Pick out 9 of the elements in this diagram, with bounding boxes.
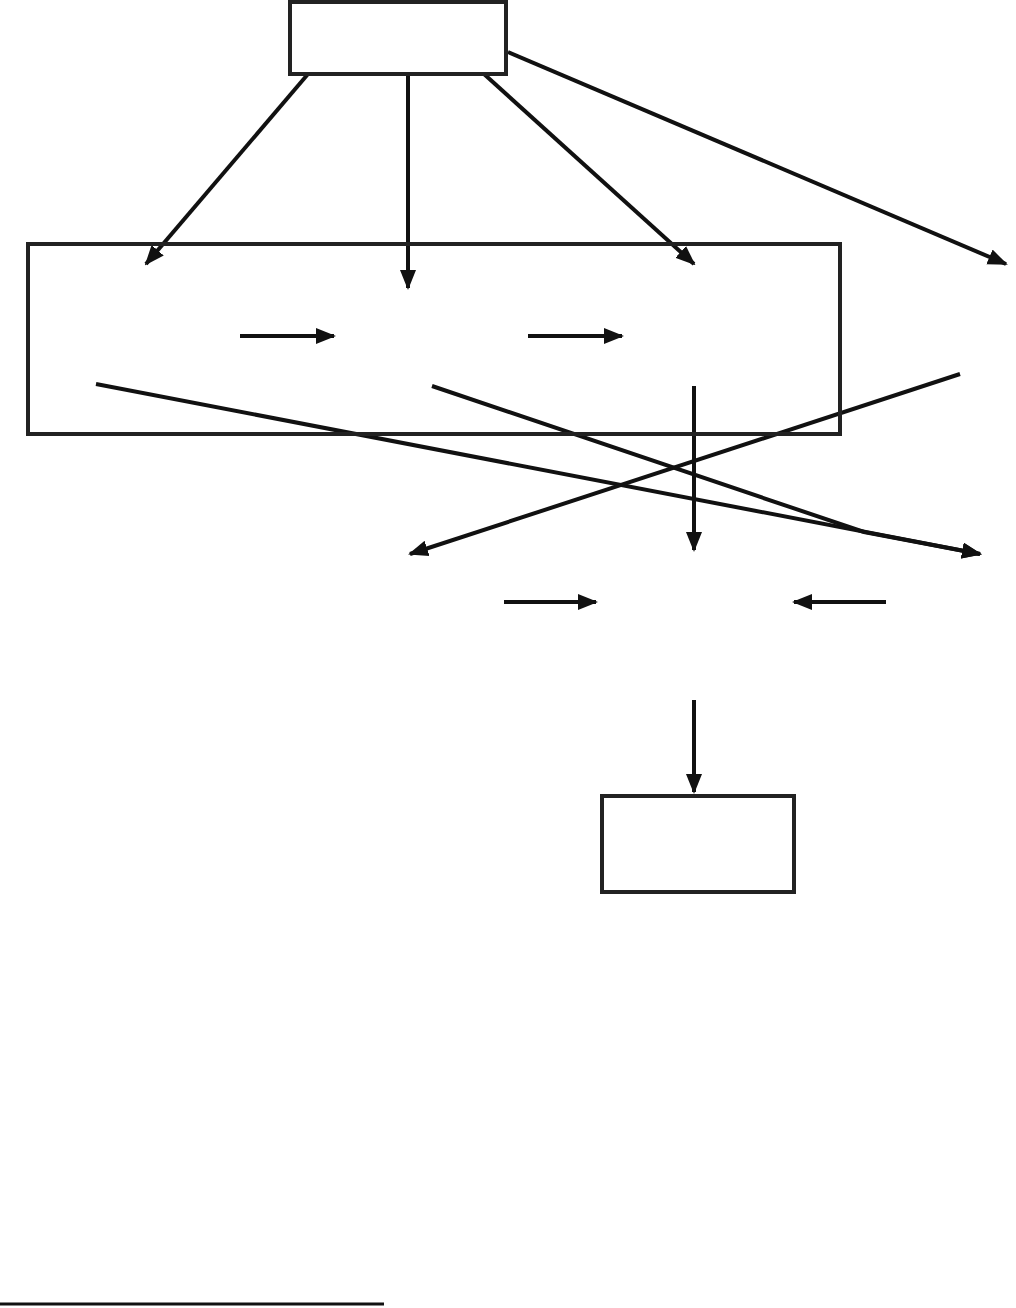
arrow bbox=[507, 50, 1008, 266]
arrow bbox=[482, 72, 696, 266]
arrow bbox=[144, 72, 310, 266]
arrow bbox=[686, 386, 702, 552]
empty-box bbox=[600, 794, 796, 894]
empty-box bbox=[26, 242, 842, 436]
arrow bbox=[686, 700, 702, 794]
arrow bbox=[400, 76, 416, 290]
empty-box bbox=[288, 0, 508, 76]
